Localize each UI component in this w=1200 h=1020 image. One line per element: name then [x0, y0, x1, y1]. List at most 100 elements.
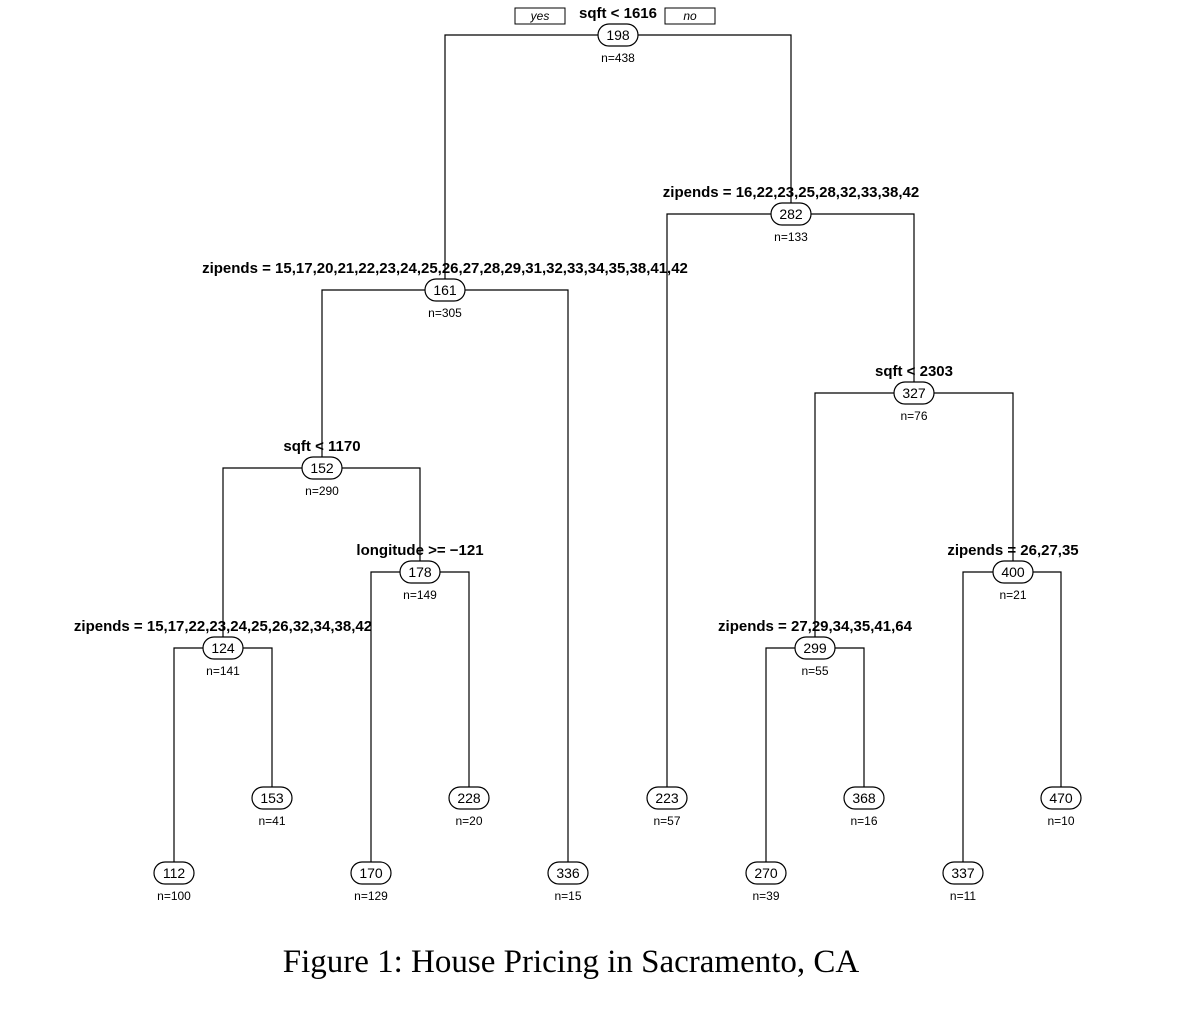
node-value: 178 — [408, 564, 432, 580]
node-value: 170 — [359, 865, 383, 881]
node-box — [448, 786, 490, 810]
node-box — [597, 23, 639, 47]
split-condition: zipends = 15,17,22,23,24,25,26,32,34,38,… — [74, 618, 372, 635]
node-count: n=133 — [774, 230, 808, 244]
node-box — [350, 861, 392, 885]
node-box — [301, 456, 343, 480]
edge-n282 — [666, 213, 915, 787]
node-value: 153 — [260, 790, 284, 806]
split-node: sqft < 2303 327 n=76 — [875, 363, 953, 423]
node-value: 223 — [655, 790, 679, 806]
node-count: n=55 — [801, 664, 828, 678]
node-value: 282 — [779, 206, 803, 222]
split-node: zipends = 16,22,23,25,28,32,33,38,42 282 n… — [663, 184, 919, 244]
node-count: n=149 — [403, 588, 437, 602]
node-count: n=16 — [850, 814, 877, 828]
yes-branch-text: yes — [530, 9, 550, 23]
leaf-node: 223 n=57 — [646, 786, 688, 828]
split-node: zipends = 15,17,22,23,24,25,26,32,34,38,… — [74, 618, 372, 678]
node-count: n=141 — [206, 664, 240, 678]
edge-root — [444, 34, 792, 279]
split-node: longitude >= −121 178 n=149 — [356, 542, 483, 602]
node-value: 124 — [211, 640, 235, 656]
edge-n178 — [370, 571, 470, 862]
node-value: 270 — [754, 865, 778, 881]
figure-caption: Figure 1: House Pricing in Sacramento, C… — [282, 944, 860, 980]
node-count: n=20 — [455, 814, 482, 828]
yes-branch-label: yes — [514, 7, 566, 25]
node-value: 400 — [1001, 564, 1025, 580]
split-node: sqft < 1170 152 n=290 — [283, 438, 360, 498]
node-count: n=11 — [950, 889, 976, 903]
node-value: 299 — [803, 640, 827, 656]
node-box — [1040, 786, 1082, 810]
node-count: n=21 — [999, 588, 1026, 602]
regression-tree-diagram: sqft < 1616 198 n=438 zipends = 15,17,20,21… — [74, 5, 1082, 903]
node-box — [794, 636, 836, 660]
split-node: sqft < 1616 198 n=438 — [579, 5, 657, 65]
edge-n161 — [321, 289, 569, 862]
leaf-node: 170 n=129 — [350, 861, 392, 903]
leaf-node: 228 n=20 — [448, 786, 490, 828]
split-condition: zipends = 16,22,23,25,28,32,33,38,42 — [663, 184, 919, 201]
node-box — [547, 861, 589, 885]
split-condition: sqft < 1616 — [579, 5, 657, 22]
node-box — [646, 786, 688, 810]
leaf-node: 470 n=10 — [1040, 786, 1082, 828]
leaf-node: 337 n=11 — [942, 861, 984, 903]
node-box — [992, 560, 1034, 584]
split-node: zipends = 15,17,20,21,22,23,24,25,26,27,… — [202, 260, 688, 320]
node-value: 470 — [1049, 790, 1073, 806]
leaf-node: 153 n=41 — [251, 786, 293, 828]
node-box — [770, 202, 812, 226]
node-box — [202, 636, 244, 660]
node-count: n=57 — [653, 814, 680, 828]
leaf-node: 112 n=100 — [153, 861, 195, 903]
node-value: 112 — [163, 865, 186, 881]
node-box — [153, 861, 195, 885]
node-value: 336 — [556, 865, 580, 881]
no-branch-label: no — [664, 7, 716, 25]
node-value: 152 — [310, 460, 334, 476]
node-count: n=10 — [1047, 814, 1074, 828]
leaf-node: 368 n=16 — [843, 786, 885, 828]
node-value: 198 — [606, 27, 630, 43]
node-value: 368 — [852, 790, 876, 806]
yes-branch-box — [514, 7, 566, 25]
node-count: n=129 — [354, 889, 388, 903]
node-count: n=41 — [258, 814, 285, 828]
node-box — [893, 381, 935, 405]
node-count: n=305 — [428, 306, 462, 320]
split-condition: longitude >= −121 — [356, 542, 483, 559]
edge-n327 — [814, 392, 1014, 637]
node-box — [399, 560, 441, 584]
node-box — [942, 861, 984, 885]
split-condition: sqft < 1170 — [283, 438, 360, 455]
split-condition: sqft < 2303 — [875, 363, 953, 380]
node-box — [251, 786, 293, 810]
split-condition: zipends = 26,27,35 — [947, 542, 1078, 559]
edge-n400 — [962, 571, 1062, 862]
leaf-node: 270 n=39 — [745, 861, 787, 903]
edge-n124 — [173, 647, 273, 862]
tree-nodes: sqft < 1616 198 n=438 zipends = 15,17,20,21… — [74, 5, 1082, 903]
edge-n299 — [765, 647, 865, 862]
node-value: 337 — [951, 865, 975, 881]
no-branch-text: no — [683, 9, 697, 23]
node-count: n=438 — [601, 51, 635, 65]
leaf-node: 336 n=15 — [547, 861, 589, 903]
node-value: 327 — [902, 385, 926, 401]
no-branch-box — [664, 7, 716, 25]
node-count: n=15 — [554, 889, 581, 903]
split-node: zipends = 26,27,35 400 n=21 — [947, 542, 1078, 602]
node-count: n=39 — [752, 889, 779, 903]
node-count: n=290 — [305, 484, 339, 498]
node-value: 161 — [433, 282, 457, 298]
node-count: n=76 — [900, 409, 927, 423]
node-count: n=100 — [157, 889, 191, 903]
node-box — [745, 861, 787, 885]
node-value: 228 — [457, 790, 481, 806]
split-condition: zipends = 15,17,20,21,22,23,24,25,26,27,… — [202, 260, 688, 277]
node-box — [424, 278, 466, 302]
